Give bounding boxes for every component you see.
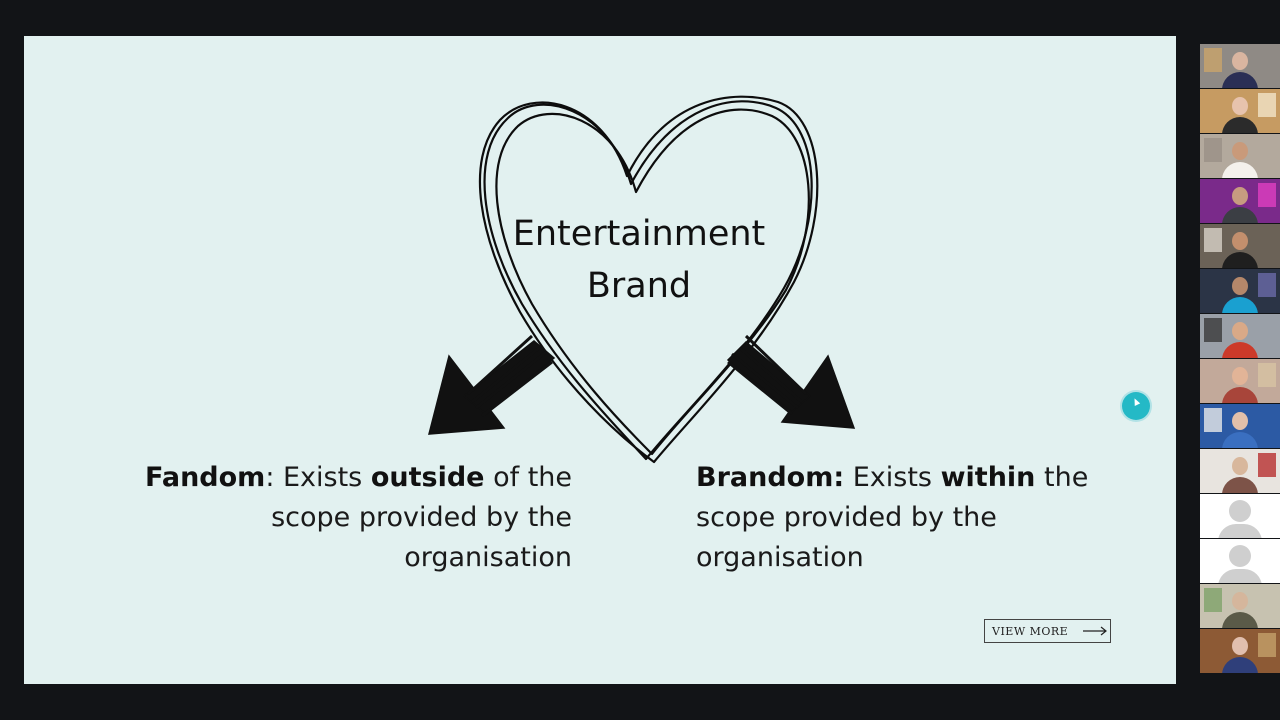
participant-video-tile[interactable] — [1200, 44, 1280, 88]
participant-video-tile[interactable] — [1200, 314, 1280, 358]
video-background-detail — [1258, 633, 1276, 657]
participant-body — [1218, 524, 1262, 538]
left-arrow-scribble — [428, 334, 556, 435]
participant-head — [1232, 142, 1248, 160]
video-background-detail — [1204, 138, 1222, 162]
video-background-detail — [1258, 363, 1276, 387]
brandom-rest: the — [1035, 462, 1089, 493]
participant-head — [1232, 457, 1248, 475]
participant-video-tile[interactable] — [1200, 494, 1280, 538]
right-arrow-scribble — [726, 334, 856, 429]
participant-body — [1222, 612, 1258, 628]
participant-head — [1232, 637, 1248, 655]
participant-video-tile[interactable] — [1200, 224, 1280, 268]
participant-video-tile[interactable] — [1200, 584, 1280, 628]
brandom-emphasis: within — [940, 462, 1036, 493]
fandom-line-1: Fandom: Exists outside of the — [144, 458, 572, 498]
participant-body — [1222, 297, 1258, 313]
brandom-pre: Exists — [844, 462, 941, 493]
participant-gallery — [1200, 44, 1280, 676]
brandom-line-1: Brandom: Exists within the — [696, 458, 1116, 498]
participant-body — [1222, 162, 1258, 178]
participant-video-tile[interactable] — [1200, 449, 1280, 493]
arrow-right-icon — [1083, 626, 1108, 636]
title-line-1: Entertainment — [512, 214, 766, 254]
participant-body — [1222, 657, 1258, 673]
participant-body — [1222, 432, 1258, 448]
fandom-rest: of the — [484, 462, 572, 493]
top-bar — [0, 0, 1280, 36]
pointer-highlight-icon — [1122, 392, 1150, 420]
video-background-detail — [1204, 318, 1222, 342]
bottom-bar — [0, 684, 1280, 720]
view-more-button[interactable]: VIEW MORE — [984, 619, 1111, 643]
brandom-line-3: organisation — [696, 542, 864, 573]
participant-head — [1232, 232, 1248, 250]
video-background-detail — [1258, 273, 1276, 297]
participant-body — [1222, 72, 1258, 88]
participant-head — [1232, 187, 1248, 205]
video-background-detail — [1258, 93, 1276, 117]
brandom-definition: Brandom: Exists within the scope provide… — [696, 458, 1116, 578]
participant-video-tile[interactable] — [1200, 359, 1280, 403]
participant-video-tile[interactable] — [1200, 89, 1280, 133]
view-more-label: VIEW MORE — [992, 624, 1069, 638]
video-background-detail — [1204, 228, 1222, 252]
participant-body — [1222, 252, 1258, 268]
participant-head — [1232, 277, 1248, 295]
participant-body — [1222, 342, 1258, 358]
fandom-line-3: organisation — [404, 542, 572, 573]
video-background-detail — [1204, 408, 1222, 432]
participant-video-tile[interactable] — [1200, 539, 1280, 583]
brandom-term: Brandom: — [696, 462, 845, 493]
participant-head — [1232, 52, 1248, 70]
center-title: Entertainment Brand — [494, 208, 784, 312]
fandom-term: Fandom — [144, 462, 266, 493]
presentation-slide: Entertainment Brand Fandom: Exists outsi… — [24, 36, 1176, 684]
fandom-emphasis: outside — [370, 462, 485, 493]
brandom-line-2: scope provided by the — [696, 502, 997, 533]
participant-head — [1232, 592, 1248, 610]
fandom-colon: : Exists — [265, 462, 371, 493]
participant-head — [1232, 367, 1248, 385]
video-background-detail — [1258, 453, 1276, 477]
fandom-definition: Fandom: Exists outside of the scope prov… — [144, 458, 572, 578]
video-background-detail — [1204, 588, 1222, 612]
participant-video-tile[interactable] — [1200, 269, 1280, 313]
heart-arrows-illustration — [428, 95, 856, 464]
avatar-placeholder-icon — [1229, 500, 1251, 522]
participant-video-tile[interactable] — [1200, 404, 1280, 448]
heart-outline — [478, 95, 819, 464]
participant-head — [1232, 322, 1248, 340]
title-line-2: Brand — [586, 266, 692, 306]
avatar-placeholder-icon — [1229, 545, 1251, 567]
video-background-detail — [1258, 183, 1276, 207]
fandom-line-2: scope provided by the — [271, 502, 572, 533]
participant-video-tile[interactable] — [1200, 179, 1280, 223]
video-background-detail — [1204, 48, 1222, 72]
participant-body — [1222, 477, 1258, 493]
participant-head — [1232, 97, 1248, 115]
participant-video-tile[interactable] — [1200, 629, 1280, 673]
participant-body — [1218, 569, 1262, 583]
participant-body — [1222, 387, 1258, 403]
participant-body — [1222, 117, 1258, 133]
participant-head — [1232, 412, 1248, 430]
participant-body — [1222, 207, 1258, 223]
participant-video-tile[interactable] — [1200, 134, 1280, 178]
